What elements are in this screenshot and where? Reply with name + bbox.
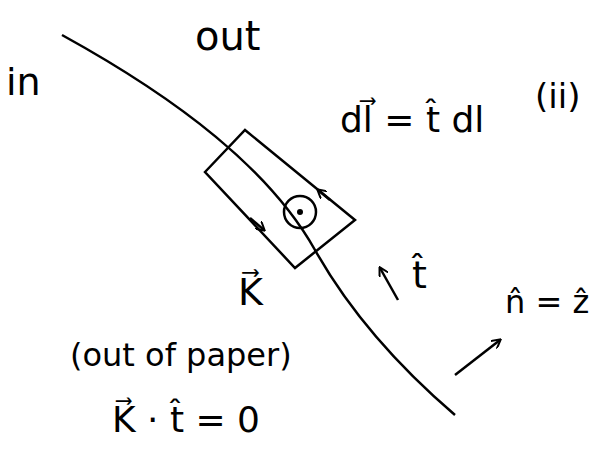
region-label: in: [6, 62, 41, 104]
loop-arrow: [250, 218, 264, 230]
boundary-curve: [62, 35, 455, 415]
current-out-symbol: [284, 196, 316, 228]
tangent-arrow: [380, 268, 398, 300]
vector-label: t̂: [412, 255, 427, 297]
note-label: (out of paper): [70, 338, 292, 373]
element-label: dl⃗ = t̂ dl: [340, 100, 484, 140]
normal-arrow: [455, 340, 500, 375]
equation-label: K⃗ · t̂ = 0: [112, 400, 260, 440]
part-label: (ii): [535, 78, 580, 115]
region-label: out: [195, 14, 261, 58]
loop-arrow: [318, 190, 330, 200]
amperian-loop: [205, 130, 355, 268]
vector-label: n̂ = ẑ: [505, 285, 589, 320]
current-dot: [297, 209, 303, 215]
vector-label: K⃗: [238, 272, 263, 314]
